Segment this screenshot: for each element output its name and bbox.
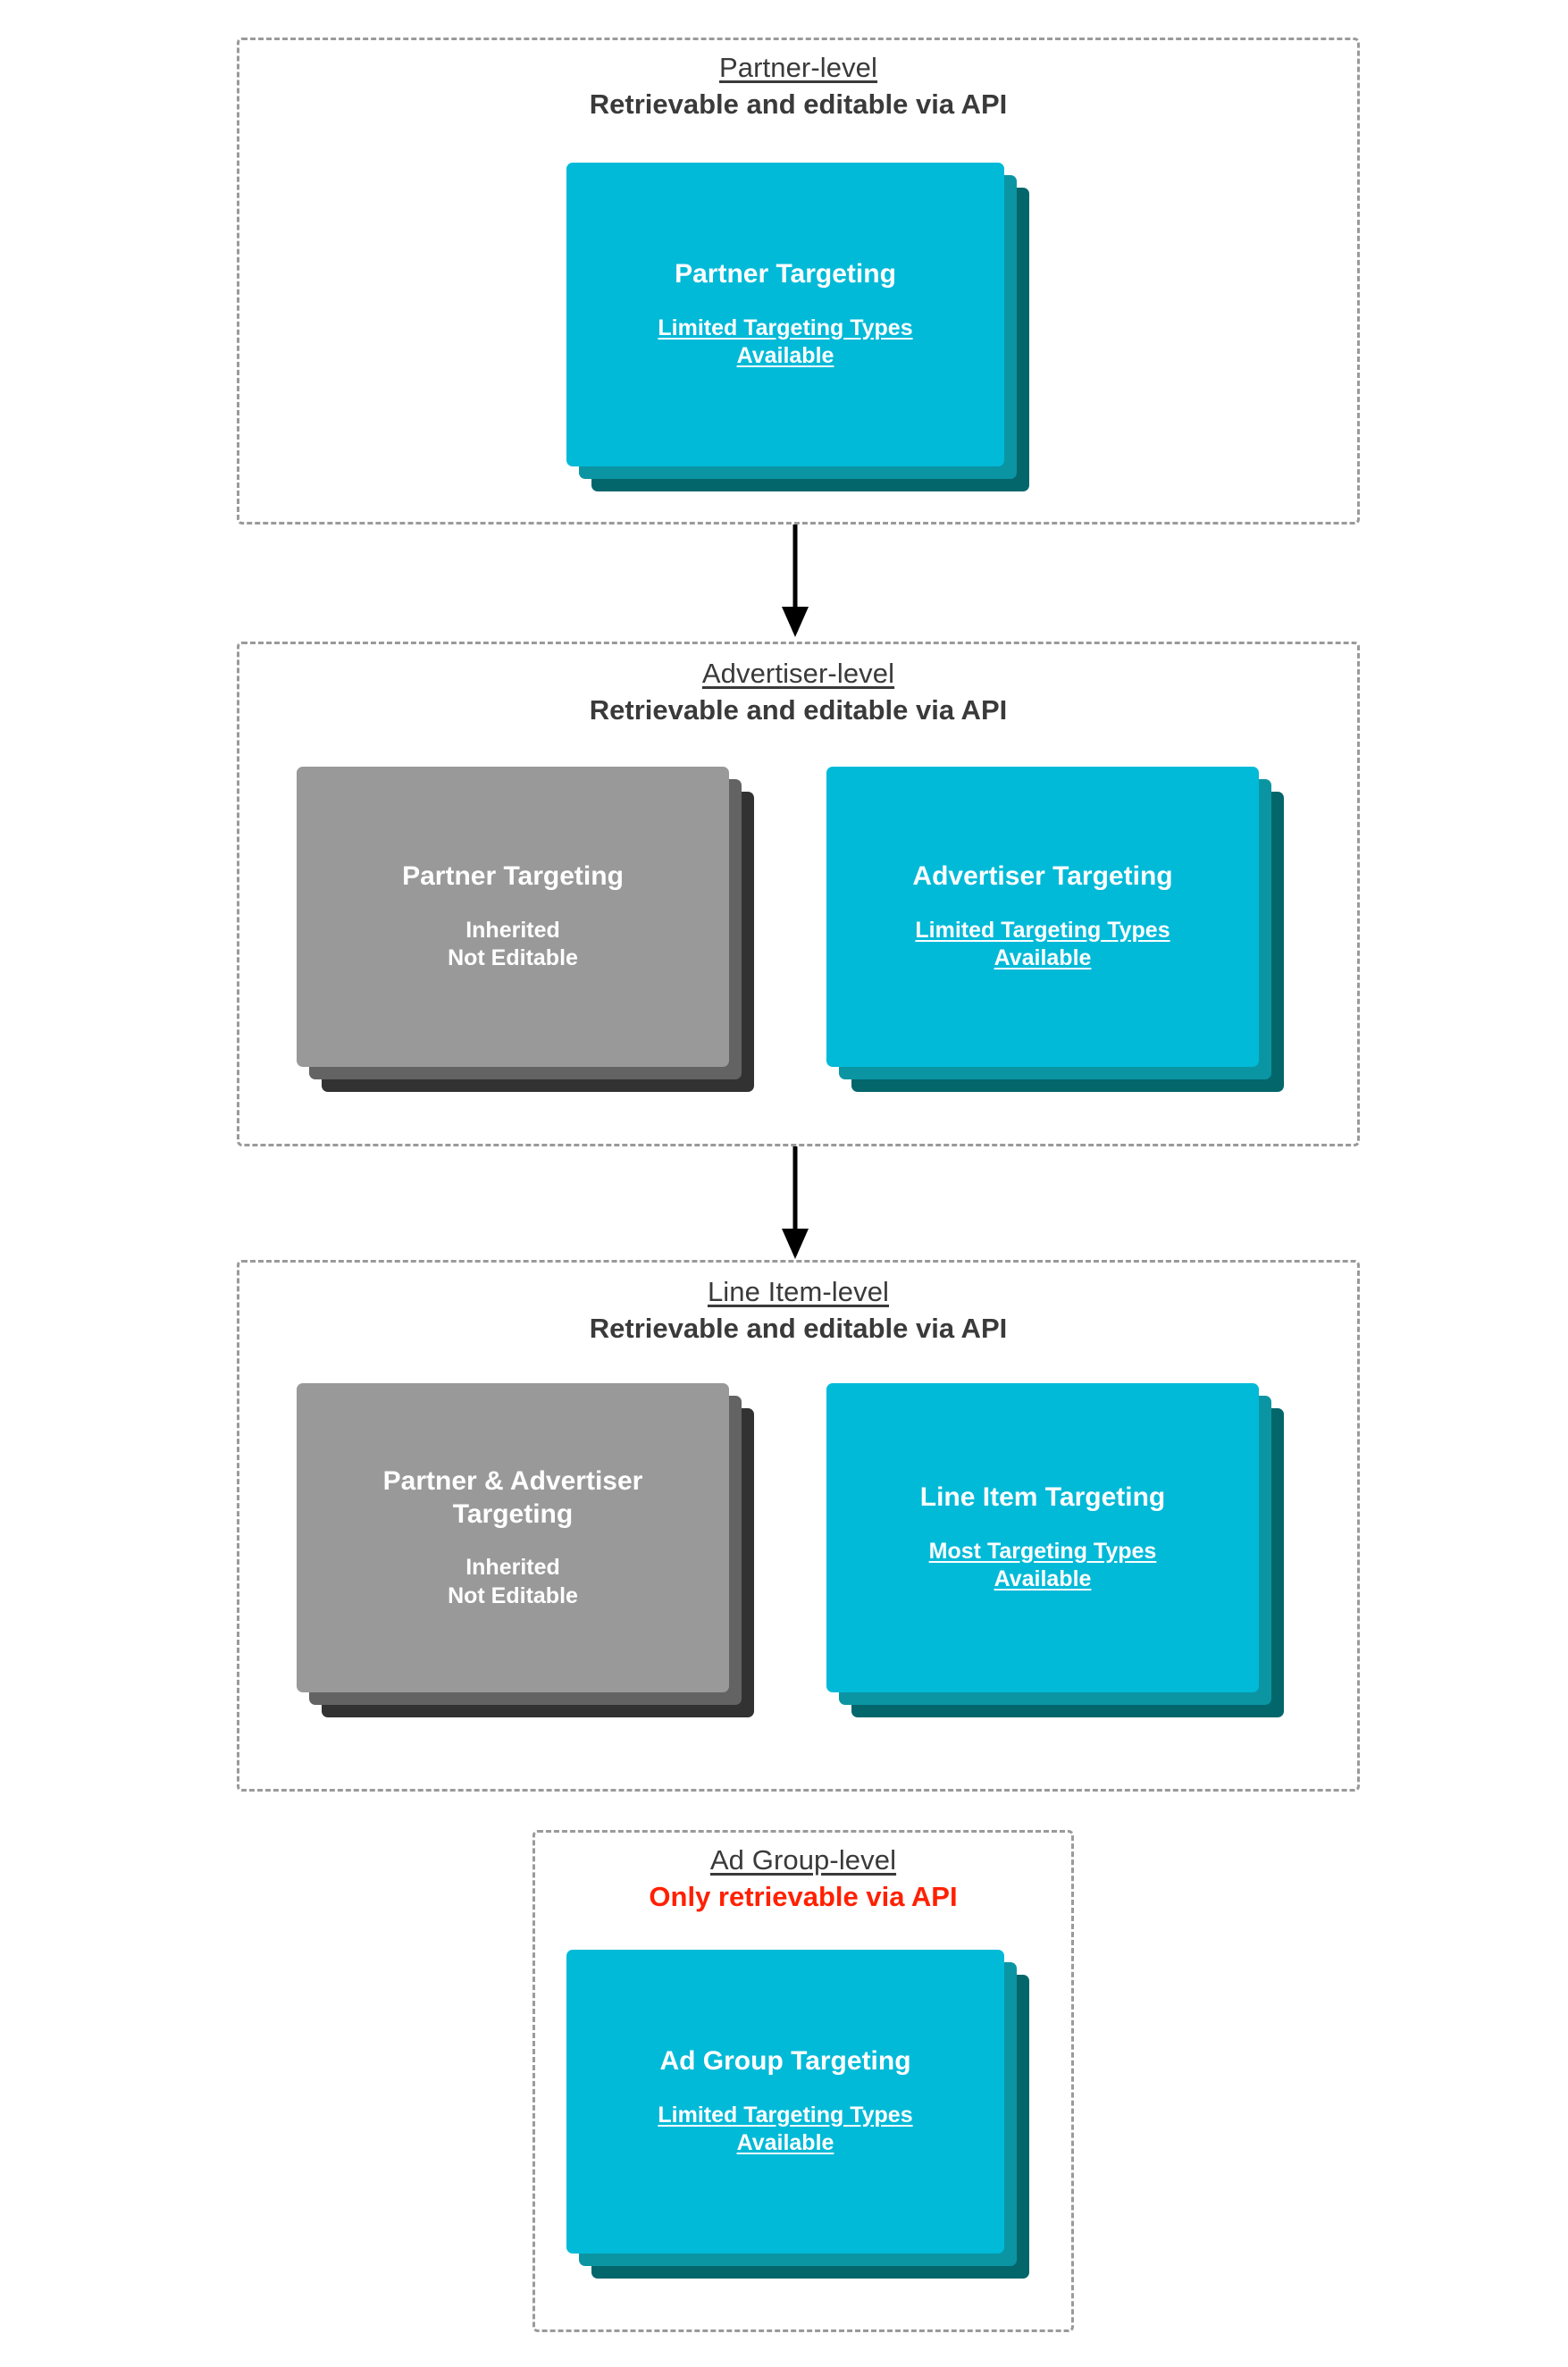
card-subtext: Limited Targeting Types Available	[915, 917, 1170, 973]
level-subtitle-line-item: Retrievable and editable via API	[589, 1312, 1008, 1344]
level-heading-ad-group: Ad Group-level Only retrievable via API	[532, 1844, 1074, 1913]
card-subtext-line2: Available	[736, 2130, 834, 2156]
card-face-line-item-targeting: Line Item Targeting Most Targeting Types…	[826, 1383, 1259, 1692]
card-layer-front[interactable]: Line Item Targeting Most Targeting Types…	[826, 1383, 1259, 1692]
card-face-inherited-partner-targeting: Partner Targeting Inherited Not Editable	[297, 767, 729, 1067]
level-heading-advertiser: Advertiser-level Retrievable and editabl…	[237, 658, 1360, 726]
card-subtext-line1: Limited Targeting Types	[658, 2102, 913, 2128]
card-subtext-line1: Most Targeting Types	[928, 1538, 1157, 1564]
card-stack-ad-group-targeting[interactable]: Ad Group Targeting Limited Targeting Typ…	[566, 1950, 1044, 2279]
card-subtext: Limited Targeting Types Available	[658, 2102, 912, 2158]
card-title: Partner Targeting	[402, 861, 624, 892]
level-heading-partner: Partner-level Retrievable and editable v…	[237, 52, 1360, 121]
card-layer-front[interactable]: Ad Group Targeting Limited Targeting Typ…	[566, 1950, 1004, 2254]
level-box-line-item	[237, 1260, 1360, 1792]
card-title: Advertiser Targeting	[912, 861, 1173, 892]
arrow-advertiser-to-line-item	[782, 1146, 809, 1259]
level-box-advertiser	[237, 642, 1360, 1146]
card-stack-partner-targeting[interactable]: Partner Targeting Limited Targeting Type…	[566, 163, 1044, 491]
card-subtext-line1: Inherited	[465, 917, 560, 943]
level-box-ad-group	[532, 1830, 1074, 2332]
card-face-inherited-partner-advertiser-targeting: Partner & Advertiser Targeting Inherited…	[297, 1383, 729, 1692]
card-subtext: Most Targeting Types Available	[929, 1538, 1157, 1594]
card-title: Partner Targeting	[675, 259, 896, 290]
card-subtext-line2: Not Editable	[448, 945, 578, 971]
level-subtitle-advertiser: Retrievable and editable via API	[589, 693, 1008, 726]
card-layer-front[interactable]: Partner Targeting Inherited Not Editable	[297, 767, 729, 1067]
card-title: Line Item Targeting	[919, 1482, 1166, 1513]
card-subtext: Inherited Not Editable	[448, 1554, 578, 1610]
level-title-line-item: Line Item-level	[707, 1276, 890, 1307]
level-subtitle-partner: Retrievable and editable via API	[589, 88, 1008, 120]
card-subtext: Inherited Not Editable	[448, 917, 578, 973]
card-face-advertiser-targeting: Advertiser Targeting Limited Targeting T…	[826, 767, 1259, 1067]
card-subtext-line1: Inherited	[465, 1555, 560, 1581]
level-heading-line-item: Line Item-level Retrievable and editable…	[237, 1276, 1360, 1345]
card-stack-line-item-targeting[interactable]: Line Item Targeting Most Targeting Types…	[826, 1383, 1300, 1741]
card-subtext-line2: Available	[994, 1566, 1092, 1592]
level-box-partner	[237, 38, 1360, 525]
level-title-partner: Partner-level	[718, 52, 878, 83]
level-title-advertiser: Advertiser-level	[701, 658, 895, 689]
card-stack-advertiser-targeting[interactable]: Advertiser Targeting Limited Targeting T…	[826, 767, 1300, 1115]
card-face-ad-group-targeting: Ad Group Targeting Limited Targeting Typ…	[566, 1950, 1004, 2254]
card-subtext-line1: Limited Targeting Types	[658, 315, 913, 340]
card-subtext-line2: Available	[994, 945, 1092, 971]
level-title-ad-group: Ad Group-level	[709, 1844, 897, 1876]
card-layer-front[interactable]: Advertiser Targeting Limited Targeting T…	[826, 767, 1259, 1067]
card-subtext: Limited Targeting Types Available	[658, 315, 912, 371]
card-layer-front[interactable]: Partner Targeting Limited Targeting Type…	[566, 163, 1004, 466]
card-subtext-line1: Limited Targeting Types	[915, 917, 1170, 943]
level-subtitle-ad-group: Only retrievable via API	[649, 1880, 958, 1912]
card-stack-inherited-partner-targeting[interactable]: Partner Targeting Inherited Not Editable	[297, 767, 770, 1115]
card-title: Ad Group Targeting	[659, 2046, 911, 2077]
card-face-partner-targeting: Partner Targeting Limited Targeting Type…	[566, 163, 1004, 466]
card-title: Partner & Advertiser Targeting	[382, 1465, 643, 1529]
card-layer-front[interactable]: Partner & Advertiser Targeting Inherited…	[297, 1383, 729, 1692]
card-subtext-line2: Not Editable	[448, 1582, 578, 1608]
arrow-partner-to-advertiser	[782, 525, 809, 637]
card-stack-inherited-partner-advertiser-targeting[interactable]: Partner & Advertiser Targeting Inherited…	[297, 1383, 770, 1741]
card-subtext-line2: Available	[736, 343, 834, 369]
